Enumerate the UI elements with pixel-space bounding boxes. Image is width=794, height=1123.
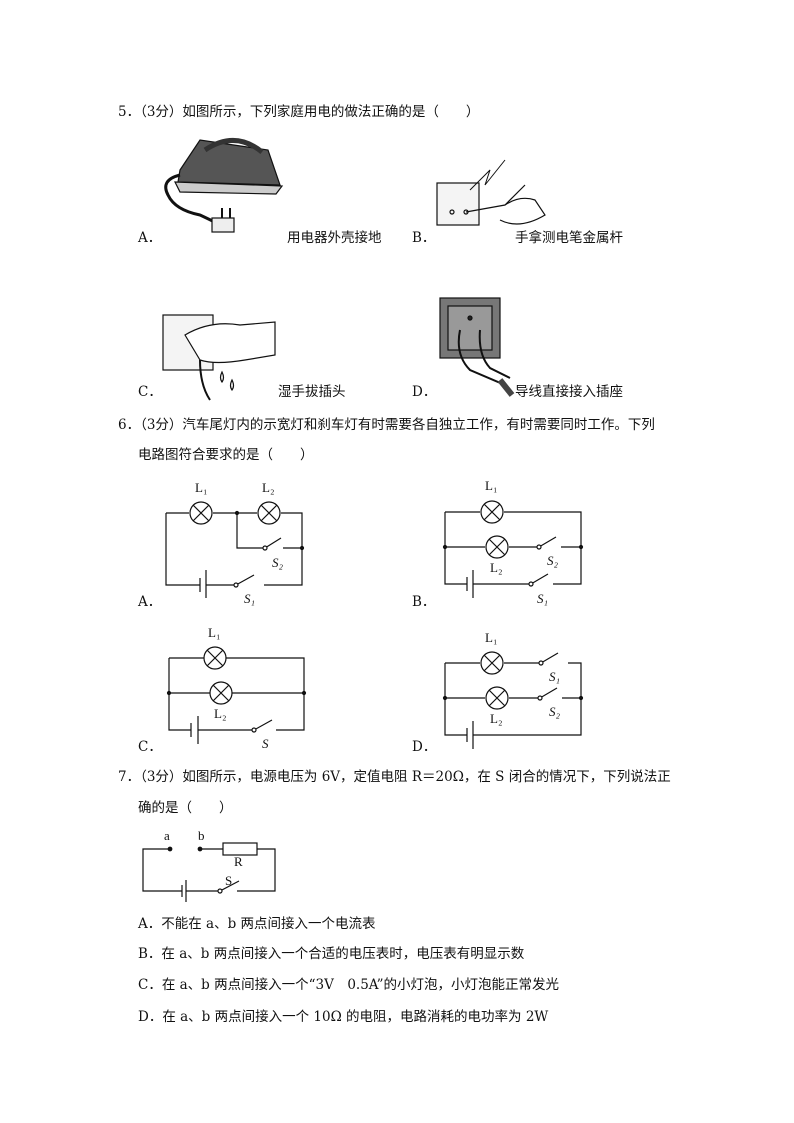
label-s2: S₂ bbox=[547, 553, 559, 568]
q7-option-d: D．在 a、b 两点间接入一个 10Ω 的电阻，电路消耗的电功率为 2W bbox=[138, 1009, 549, 1025]
q6-option-b-letter: B． bbox=[412, 594, 436, 610]
question-6-stem-line1: 6．（3分）汽车尾灯内的示宽灯和刹车灯有时需要各自独立工作，有时需要同时工作。下… bbox=[118, 417, 655, 433]
label-l2: L₂ bbox=[490, 711, 502, 726]
label-s: S bbox=[225, 873, 232, 888]
wet-hand-plug-illustration bbox=[162, 314, 276, 401]
label-s: S bbox=[262, 736, 269, 751]
label-l1: L₁ bbox=[485, 630, 497, 645]
label-l2: L₂ bbox=[214, 706, 226, 721]
test-pen-socket-illustration bbox=[436, 159, 546, 226]
wires-into-socket-illustration bbox=[439, 297, 515, 397]
circuit-6a: L₁ L₂ S₂ S₁ bbox=[165, 480, 305, 606]
q5-option-a-caption: 用电器外壳接地 bbox=[287, 230, 382, 246]
question-6-stem-line2: 电路图符合要求的是（ ） bbox=[138, 447, 314, 463]
q5-option-d-letter: D． bbox=[412, 384, 437, 400]
q5-option-c-caption: 湿手拔插头 bbox=[278, 384, 346, 400]
q6-option-a-letter: A． bbox=[138, 594, 162, 610]
label-l2: L₂ bbox=[490, 560, 502, 575]
label-s1: S₁ bbox=[537, 591, 548, 606]
circuit-6b: L₁ L₂ S₂ S₁ bbox=[442, 478, 584, 606]
q7-option-b: B．在 a、b 两点间接入一个合适的电压表时，电压表有明显示数 bbox=[138, 946, 525, 962]
label-s2: S₂ bbox=[272, 555, 284, 570]
iron-grounded-illustration bbox=[164, 138, 284, 233]
question-7-stem-line1: 7．（3分）如图所示，电源电压为 6V，定值电阻 R＝20Ω，在 S 闭合的情况… bbox=[118, 769, 671, 785]
circuit-7: a b R S bbox=[142, 828, 276, 902]
label-l1: L₁ bbox=[208, 625, 220, 640]
label-r: R bbox=[234, 854, 243, 869]
q5-option-b-caption: 手拿测电笔金属杆 bbox=[515, 230, 623, 246]
q6-option-c-letter: C． bbox=[138, 739, 162, 755]
q6-option-d-letter: D． bbox=[412, 739, 437, 755]
label-s2: S₂ bbox=[549, 704, 561, 719]
question-7-stem-line2: 确的是（ ） bbox=[138, 800, 233, 816]
q5-option-d-caption: 导线直接接入插座 bbox=[515, 384, 623, 400]
q5-option-b-letter: B． bbox=[412, 230, 436, 246]
q7-option-a: A．不能在 a、b 两点间接入一个电流表 bbox=[138, 916, 376, 932]
circuit-6c: L₁ L₂ S bbox=[166, 625, 307, 751]
question-5-stem: 5．（3分）如图所示，下列家庭用电的做法正确的是（ ） bbox=[118, 104, 480, 120]
q5-option-a-letter: A． bbox=[138, 230, 162, 246]
label-l1: L₁ bbox=[195, 480, 207, 495]
label-a: a bbox=[164, 828, 170, 843]
label-s1: S₁ bbox=[549, 669, 560, 684]
label-b: b bbox=[198, 828, 205, 843]
label-s1: S₁ bbox=[244, 591, 255, 606]
label-l1: L₁ bbox=[485, 478, 497, 493]
label-l2: L₂ bbox=[262, 480, 274, 495]
q5-option-c-letter: C． bbox=[138, 384, 162, 400]
q7-option-c: C．在 a、b 两点间接入一个“3V 0.5A”的小灯泡，小灯泡能正常发光 bbox=[138, 977, 559, 993]
circuit-6d: L₁ S₁ L₂ S₂ bbox=[442, 630, 584, 749]
resistor-r bbox=[222, 842, 258, 856]
